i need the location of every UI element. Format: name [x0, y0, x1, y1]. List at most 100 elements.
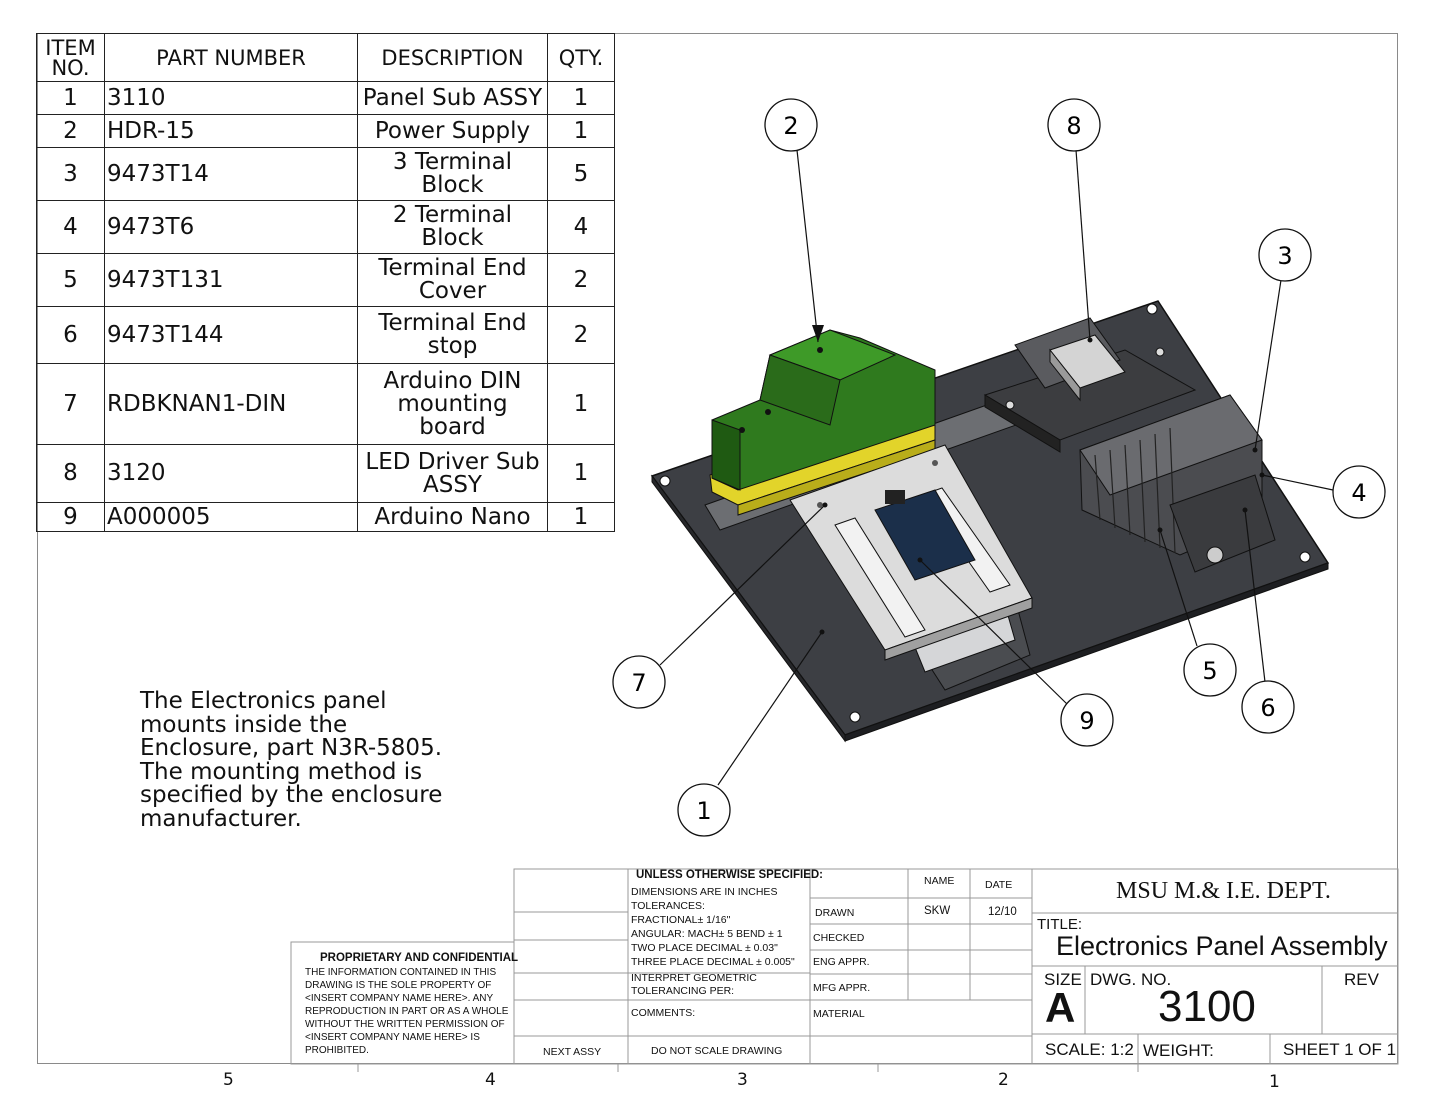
- zone-4: 4: [485, 1070, 496, 1090]
- bom-description: Terminal End Cover: [357, 253, 548, 307]
- led-driver-sub-assembly: [983, 317, 1197, 453]
- bom-part-number: 9473T131: [104, 253, 358, 307]
- bom-description: Terminal End stop: [357, 306, 548, 364]
- unless-specified-heading: UNLESS OTHERWISE SPECIFIED:: [636, 869, 824, 881]
- size-label: SIZE: [1044, 970, 1082, 989]
- company-name: MSU M.& I.E. DEPT.: [1116, 878, 1331, 904]
- scale-label: SCALE: 1:2: [1045, 1040, 1134, 1059]
- tol-lines-line: DIMENSIONS ARE IN INCHES: [631, 886, 778, 898]
- drawing-number: 3100: [1158, 982, 1256, 1031]
- balloon-9: 9: [1060, 693, 1114, 747]
- prop-lines-line: <INSERT COMPANY NAME HERE>. ANY: [305, 993, 494, 1004]
- bom-part-number: 3110: [104, 81, 358, 115]
- arduino-din-mounting-board: [789, 444, 1033, 661]
- prop-lines-line: PROHIBITED.: [305, 1045, 369, 1056]
- date-column-header: DATE: [985, 879, 1013, 891]
- title-label: TITLE:: [1037, 916, 1083, 933]
- prop-lines-line: WITHOUT THE WRITTEN PERMISSION OF: [305, 1019, 505, 1030]
- tol-lines-line: THREE PLACE DECIMAL ± 0.005": [631, 956, 795, 968]
- drawing-note: The Electronics panel mounts inside the …: [140, 688, 500, 832]
- zone-2: 2: [998, 1070, 1009, 1090]
- mfg-appr-label: MFG APPR.: [813, 982, 871, 994]
- proprietary-heading: PROPRIETARY AND CONFIDENTIAL: [320, 952, 519, 964]
- balloon-1: 1: [677, 783, 731, 837]
- bom-item-no: 6: [36, 306, 105, 364]
- power-supply: [709, 329, 936, 516]
- bom-part-number: 9473T6: [104, 200, 358, 254]
- bom-description: Power Supply: [357, 114, 548, 148]
- balloon-7: 7: [612, 655, 666, 709]
- balloon-3: 3: [1258, 228, 1312, 282]
- bom-item-no: 1: [36, 81, 105, 115]
- interp-lines-line: TOLERANCING PER:: [631, 985, 735, 997]
- bom-header-item: ITEM NO.: [36, 33, 105, 82]
- prop-lines-line: THE INFORMATION CONTAINED IN THIS: [305, 967, 497, 978]
- bom-part-number: 9473T144: [104, 306, 358, 364]
- proprietary-notice: THE INFORMATION CONTAINED IN THIS DRAWING…: [305, 966, 508, 1057]
- name-column-header: NAME: [924, 875, 955, 887]
- sheet-count: SHEET 1 OF 1: [1283, 1040, 1397, 1059]
- prop-lines-line: DRAWING IS THE SOLE PROPERTY OF: [305, 980, 492, 991]
- svg-text:6: 6: [1260, 694, 1275, 722]
- svg-text:5: 5: [1202, 657, 1217, 685]
- balloon-2: 2: [764, 98, 818, 152]
- tol-lines-line: ANGULAR: MACH± 5 BEND ± 1: [631, 928, 783, 940]
- balloon-4: 4: [1332, 465, 1386, 519]
- sheet-size: A: [1045, 984, 1076, 1031]
- bom-qty: 1: [547, 81, 615, 115]
- bom-part-number: 3120: [104, 444, 358, 503]
- bom-item-no: 3: [36, 147, 105, 201]
- balloon-5: 5: [1183, 643, 1237, 697]
- svg-text:1: 1: [696, 797, 711, 825]
- zone-3: 3: [737, 1070, 748, 1090]
- svg-text:8: 8: [1066, 112, 1081, 140]
- prop-lines-line: REPRODUCTION IN PART OR AS A WHOLE: [305, 1006, 509, 1017]
- next-assy-label: NEXT ASSY: [543, 1046, 602, 1058]
- bom-item-no: 8: [36, 444, 105, 503]
- drawn-date: 12/10: [988, 906, 1017, 918]
- note-text: The Electronics panel mounts inside the …: [140, 688, 443, 832]
- zone-1: 1: [1269, 1072, 1280, 1092]
- do-not-scale-label: DO NOT SCALE DRAWING: [651, 1045, 783, 1057]
- rev-label: REV: [1344, 970, 1379, 989]
- checked-label: CHECKED: [813, 932, 865, 944]
- bom-qty: 4: [547, 200, 615, 254]
- interp-lines-line: INTERPRET GEOMETRIC: [631, 972, 757, 984]
- bom-item-no: 2: [36, 114, 105, 148]
- bom-part-number: 9473T14: [104, 147, 358, 201]
- bom-description: Arduino DIN mounting board: [357, 363, 548, 445]
- bom-qty: 1: [547, 502, 615, 532]
- dwg-no-label: DWG. NO.: [1090, 970, 1172, 989]
- material-label: MATERIAL: [813, 1008, 865, 1020]
- zone-5: 5: [223, 1070, 234, 1090]
- bom-header-part: PART NUMBER: [104, 33, 358, 82]
- prop-lines-line: <INSERT COMPANY NAME HERE> IS: [305, 1032, 480, 1043]
- bom-description: Panel Sub ASSY: [357, 81, 548, 115]
- svg-text:7: 7: [631, 669, 646, 697]
- bom-item-no: 5: [36, 253, 105, 307]
- comments-label: COMMENTS:: [631, 1007, 696, 1019]
- svg-text:2: 2: [783, 112, 798, 140]
- tol-lines-line: TOLERANCES:: [631, 900, 705, 912]
- bom-qty: 2: [547, 253, 615, 307]
- bom-description: 2 Terminal Block: [357, 200, 548, 254]
- svg-text:4: 4: [1351, 479, 1366, 507]
- balloon-8: 8: [1047, 98, 1101, 152]
- bom-description: 3 Terminal Block: [357, 147, 548, 201]
- svg-text:3: 3: [1277, 242, 1292, 270]
- bom-qty: 5: [547, 147, 615, 201]
- bom-header-description: DESCRIPTION: [357, 33, 548, 82]
